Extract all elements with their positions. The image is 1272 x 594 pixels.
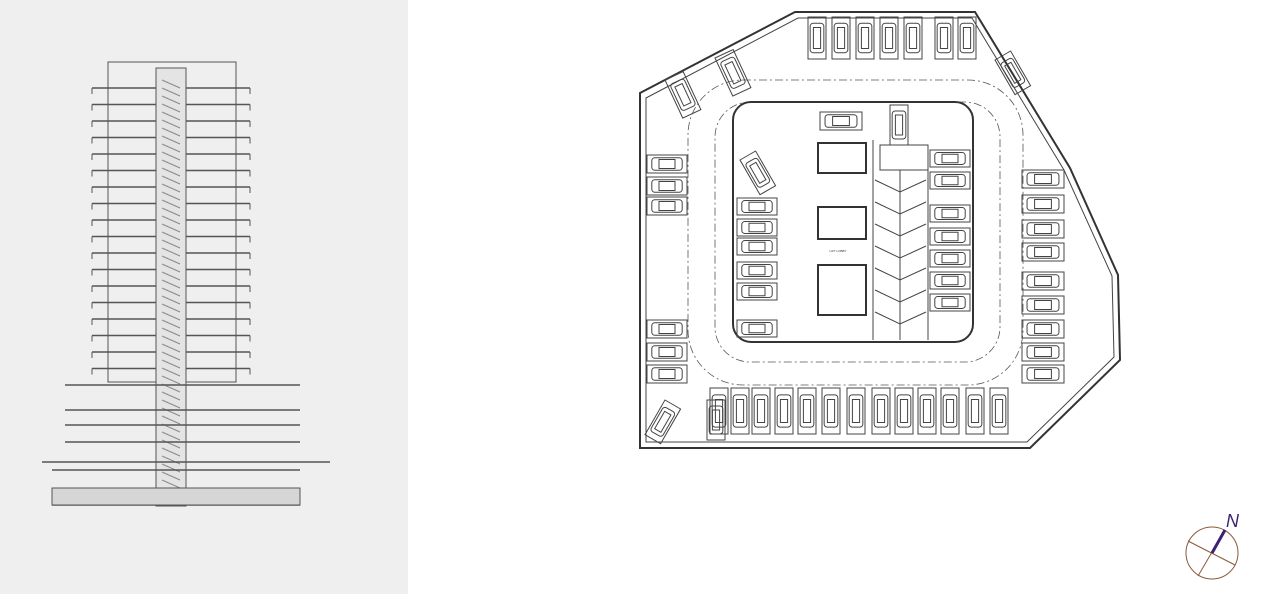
parking-bay [1021,271,1065,291]
building-section-drawing [42,61,330,507]
parking-bay [929,249,971,268]
section-drawing-panel [0,0,408,594]
parking-bay [739,150,777,196]
parking-bay [831,16,851,60]
parking-bay [807,16,827,60]
parking-bay [965,387,985,435]
parking-bay [929,149,971,168]
parking-bay [903,16,923,60]
parking-bay [736,197,778,216]
parking-bay [929,271,971,290]
parking-bay [646,154,688,174]
parking-bay [871,387,891,435]
parking-bay [994,50,1032,96]
parking-bay [1021,295,1065,315]
parking-bay [1021,194,1065,214]
parking-bay [929,227,971,246]
central-core: LIFT LOBBY [732,101,974,343]
parking-bay [730,387,750,435]
stair-core [155,67,187,507]
parking-bay [736,319,778,338]
parking-bay [1021,319,1065,339]
parking-bay [774,387,794,435]
parking-bay [646,319,688,339]
parking-bay [846,387,866,435]
parking-bay [1021,169,1065,189]
parking-bay [989,387,1009,435]
parking-bay [714,48,752,97]
parking-bay [940,387,960,435]
north-label: N [1226,511,1240,531]
parking-bay [646,364,688,384]
parking-bay [855,16,875,60]
drive-aisle-loop [687,79,1024,386]
parking-bay [736,282,778,301]
parking-bay [751,387,771,435]
parking-bay [957,16,977,60]
parking-bay [736,261,778,280]
parking-bay [646,196,688,216]
parking-bay [1021,242,1065,262]
parking-bay [664,70,702,119]
parking-bay [929,204,971,223]
parking-bay [736,218,778,237]
parking-bay [934,16,954,60]
parking-bay [736,237,778,256]
parking-bay [1021,219,1065,239]
parking-bay [821,387,841,435]
parking-bay [797,387,817,435]
parking-bay [646,176,688,196]
parking-bay [706,399,726,441]
parking-bays [644,16,1065,445]
parking-bay [889,104,909,146]
parking-bay [1021,364,1065,384]
parking-bay [929,293,971,312]
parking-bay [879,16,899,60]
lift-lobby-label: LIFT LOBBY [830,249,847,253]
parking-bay [819,111,863,131]
parking-bay [894,387,914,435]
parking-bay [929,171,971,190]
basement [51,487,301,506]
parking-bay [1021,342,1065,362]
parking-bay [644,399,682,445]
parking-bay [646,342,688,362]
parking-bay [917,387,937,435]
